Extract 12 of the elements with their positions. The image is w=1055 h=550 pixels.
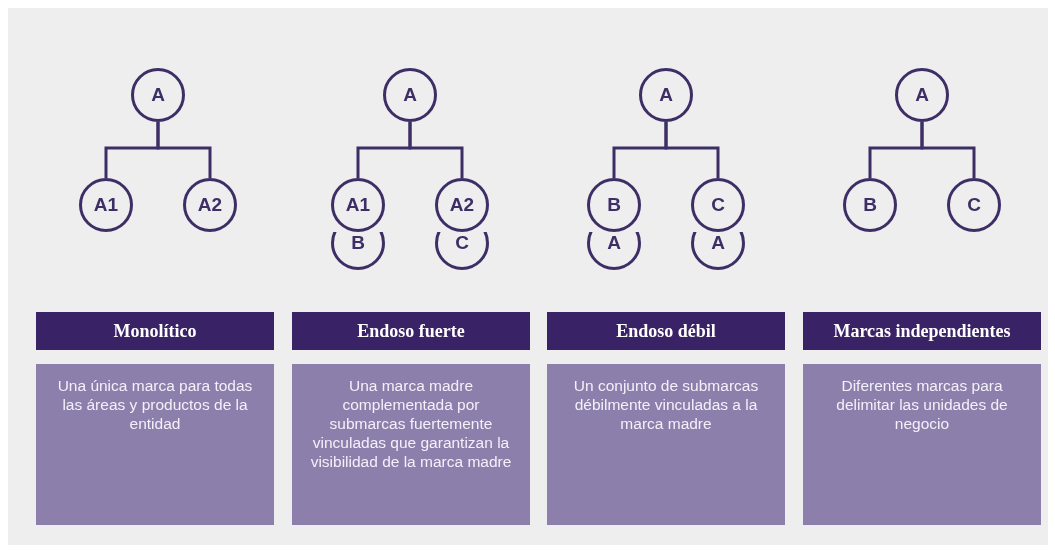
description-panel: Diferentes marcas para delimitar las unidades de negocio [803,364,1041,525]
connector-line [920,122,976,178]
description-panel: Un conjunto de submarcas débilmente vinculadas a la marca madre [547,364,785,525]
category-header: Endoso débil [547,312,785,350]
category-header: Endoso fuerte [292,312,530,350]
connector-line [156,122,212,178]
category-header: Marcas independientes [803,312,1041,350]
connector-line [408,122,464,178]
connector-line [664,122,720,178]
description-panel: Una única marca para todas las áreas y productos de la entidad [36,364,274,525]
category-header: Monolítico [36,312,274,350]
description-panel: Una marca madre complementada por submarcas fuertemente vinculadas que garantizan la visibilidad de la marca madre [292,364,530,525]
